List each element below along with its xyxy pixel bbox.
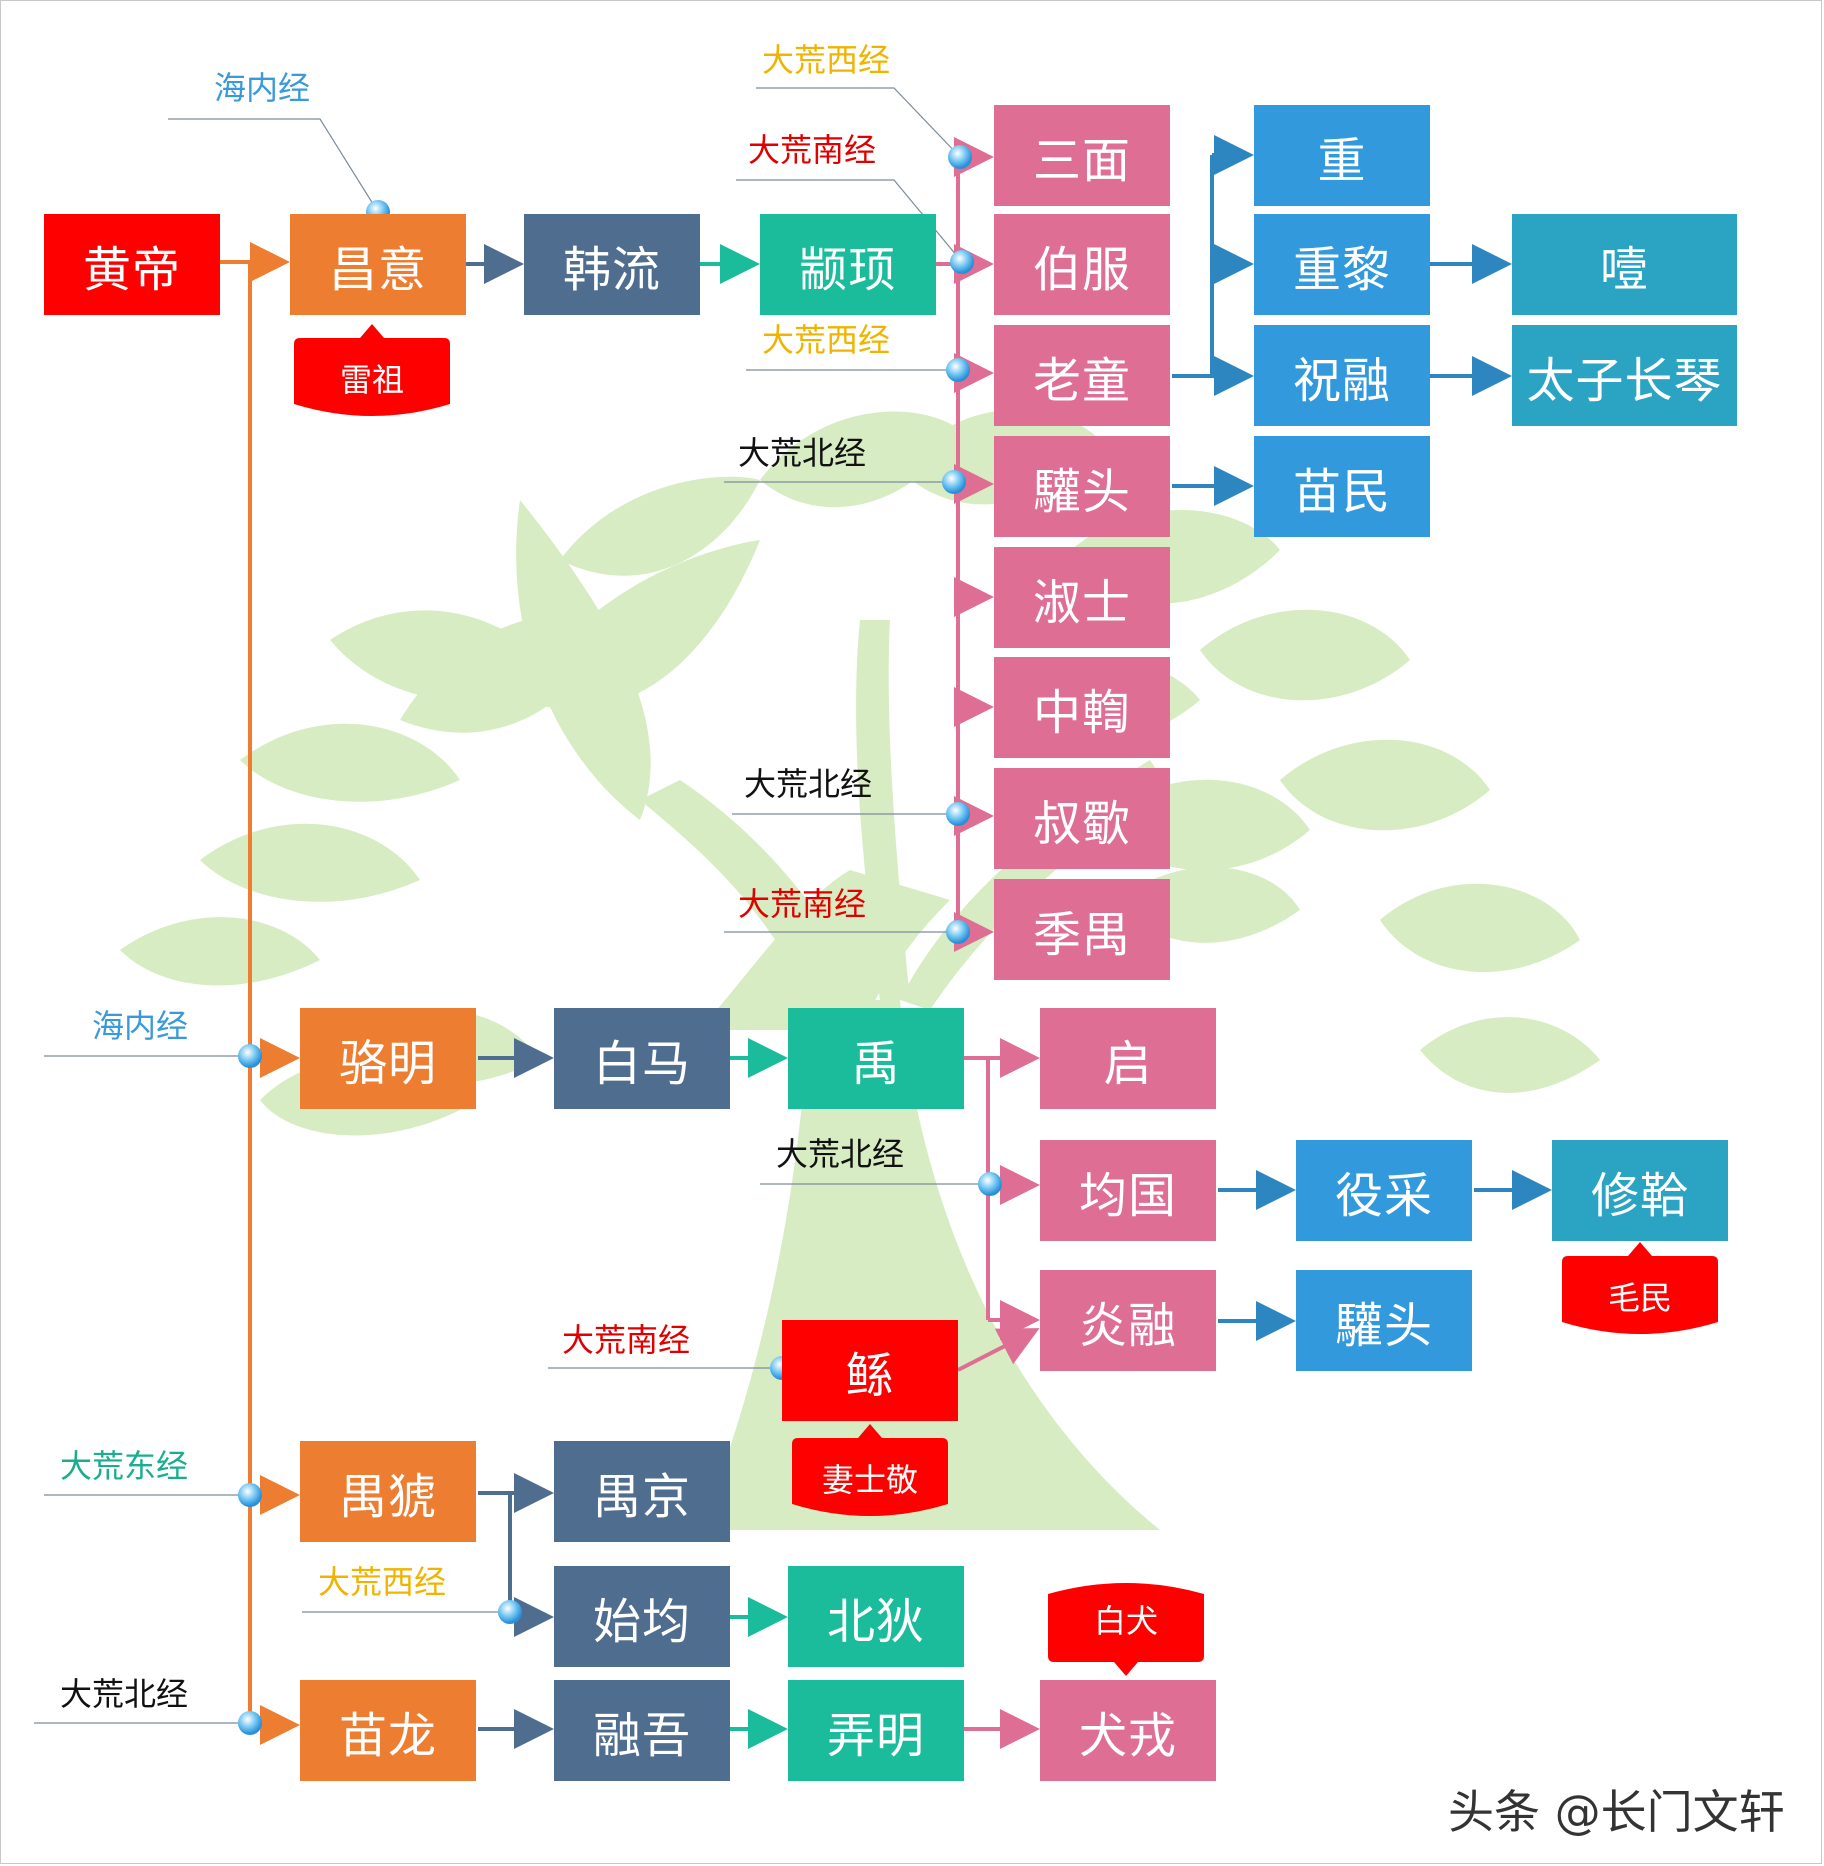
node-changyi: 昌意	[290, 214, 466, 315]
node-yi: 噎	[1512, 214, 1737, 315]
node-gun: 鲧	[782, 1320, 958, 1421]
source-label: 大荒东经	[60, 1447, 189, 1485]
node-miaolong: 苗龙	[300, 1680, 476, 1781]
source-label: 大荒北经	[60, 1675, 189, 1713]
node-xiulun: 修鞈	[1552, 1140, 1728, 1241]
node-rongwu: 融吾	[554, 1680, 730, 1781]
node-yancai: 役采	[1296, 1140, 1472, 1241]
source-label: 大荒北经	[776, 1135, 905, 1173]
node-baima: 白马	[554, 1008, 730, 1109]
spouse-badge-maomin: 毛民	[1562, 1242, 1718, 1340]
node-shushi: 淑士	[994, 547, 1170, 648]
node-sanmian: 三面	[994, 105, 1170, 206]
source-label: 大荒北经	[744, 765, 873, 803]
watermark: 头条 @长门文轩	[1448, 1785, 1785, 1839]
node-bofu: 伯服	[994, 214, 1170, 315]
node-yujing: 禺京	[554, 1441, 730, 1542]
spouse-badge-leizu: 雷祖	[294, 324, 450, 422]
node-luoming: 骆明	[300, 1008, 476, 1109]
node-shuxin: 叔歜	[994, 768, 1170, 869]
source-label: 大荒西经	[762, 41, 891, 79]
source-label: 海内经	[92, 1007, 189, 1045]
node-huangdi: 黄帝	[44, 214, 220, 315]
node-beidi: 北狄	[788, 1566, 964, 1667]
node-junguo: 均国	[1040, 1140, 1216, 1241]
node-huantou-2: 驩头	[1296, 1270, 1472, 1371]
source-label: 大荒南经	[562, 1321, 691, 1359]
source-label: 大荒北经	[738, 434, 867, 472]
source-label: 海内经	[214, 69, 311, 107]
node-qi: 启	[1040, 1008, 1216, 1109]
source-label: 大荒西经	[762, 321, 891, 359]
spouse-badge-baiquan: 白犬	[1048, 1572, 1204, 1676]
node-zhongli: 重黎	[1254, 214, 1430, 315]
node-nongming: 弄明	[788, 1680, 964, 1781]
node-huantou-1: 驩头	[994, 436, 1170, 537]
node-yanrong: 炎融	[1040, 1270, 1216, 1371]
node-yuhao: 禺猇	[300, 1441, 476, 1542]
source-label: 大荒西经	[318, 1563, 447, 1601]
node-laotong: 老童	[994, 325, 1170, 426]
node-jiyu: 季禺	[994, 879, 1170, 980]
node-zhuanxu: 颛顼	[760, 214, 936, 315]
spouse-badge-qishijing: 妻士敬	[792, 1424, 948, 1522]
source-label: 大荒南经	[738, 885, 867, 923]
node-miaomin: 苗民	[1254, 436, 1430, 537]
node-hanliu: 韩流	[524, 214, 700, 315]
node-quanrong: 犬戎	[1040, 1680, 1216, 1781]
node-zhurong: 祝融	[1254, 325, 1430, 426]
node-shijun: 始均	[554, 1566, 730, 1667]
node-zhongbian: 中輷	[994, 657, 1170, 758]
node-yu: 禹	[788, 1008, 964, 1109]
source-label: 大荒南经	[748, 131, 877, 169]
node-zhong: 重	[1254, 105, 1430, 206]
node-taizichangqin: 太子长琴	[1512, 325, 1737, 426]
